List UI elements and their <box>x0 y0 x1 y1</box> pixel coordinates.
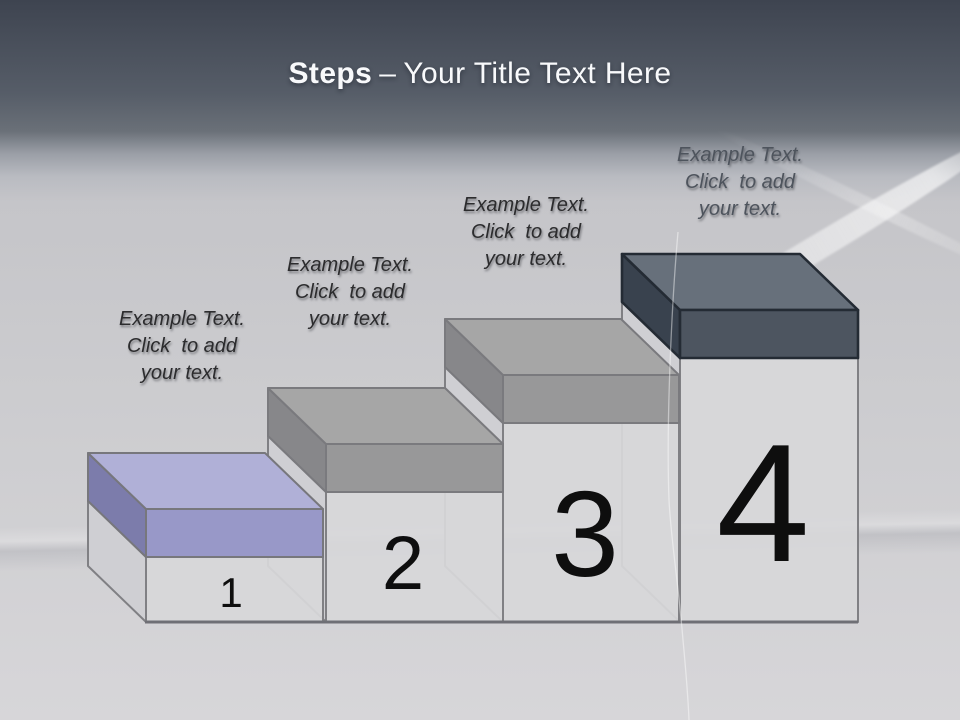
step-1-label-line-2: Click to add <box>126 335 238 357</box>
step-1-label-line-3: your text. <box>140 362 224 384</box>
step-3-label-line-3: your text. <box>484 248 568 270</box>
step-4-label-placeholder[interactable]: Example Text. Click to add your text. <box>625 142 855 223</box>
step-2-label-placeholder[interactable]: Example Text. Click to add your text. <box>235 252 465 333</box>
step-4-number: 4 <box>716 409 809 597</box>
step-2-label-line-1: Example Text. <box>287 254 413 276</box>
step-1-block[interactable]: 1 <box>87 452 324 623</box>
step-3-cap-front-face <box>502 374 680 424</box>
step-4-label-line-2: Click to add <box>684 171 796 193</box>
step-1-label-placeholder[interactable]: Example Text. Click to add your text. <box>67 306 297 387</box>
step-4-label-line-3: your text. <box>698 198 782 220</box>
step-3-label-placeholder[interactable]: Example Text. Click to add your text. <box>411 192 641 273</box>
step-3-number: 3 <box>551 466 619 602</box>
title-placeholder-text: Your Title Text Here <box>403 57 672 90</box>
step-2-label-line-2: Click to add <box>294 281 406 303</box>
step-1-cap-front-face <box>145 508 324 558</box>
title-separator-dash: – <box>379 57 397 90</box>
step-4-label-line-1: Example Text. <box>677 144 803 166</box>
title-topic: Steps <box>288 57 373 90</box>
step-1-label-line-1: Example Text. <box>119 308 245 330</box>
step-4-cap-front-face <box>678 308 860 360</box>
step-2-number: 2 <box>382 521 424 606</box>
step-1-number: 1 <box>219 569 242 616</box>
step-3-label-line-2: Click to add <box>470 221 582 243</box>
step-2-label-line-3: your text. <box>308 308 392 330</box>
background-scratch-line <box>667 231 690 720</box>
slide-title[interactable]: Steps–Your Title Text Here <box>0 54 960 94</box>
step-3-label-line-1: Example Text. <box>463 194 589 216</box>
step-2-cap-front-face <box>325 443 504 493</box>
